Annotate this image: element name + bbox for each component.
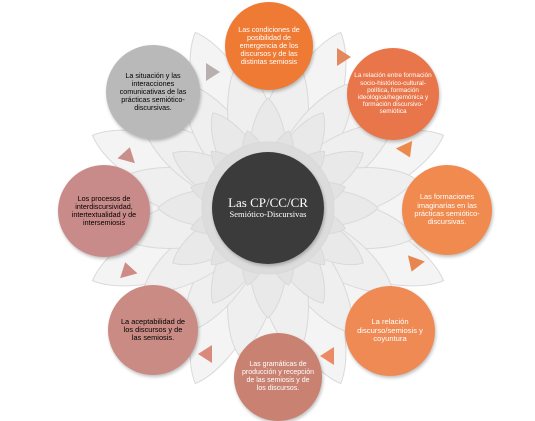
node-lower-left: La aceptabilidad de los discursos y de l… — [108, 285, 198, 375]
node-left-label: Los procesos de interdiscursividad, inte… — [71, 193, 137, 228]
arrow-upper-left-to-top — [206, 63, 220, 81]
node-upper-right: La relación entre formación socio-histór… — [347, 48, 439, 140]
arrow-lower-right-to-bottom — [320, 347, 334, 365]
node-lower-right: La relación discurso/semiosis y coyuntur… — [345, 286, 435, 376]
center-title: Las CP/CC/CR — [228, 195, 308, 211]
node-right: Las formaciones imaginarias en las práct… — [402, 165, 492, 255]
node-lower-right-label: La relación discurso/semiosis y coyuntur… — [357, 317, 423, 344]
node-upper-right-label: La relación entre formación socio-histór… — [354, 72, 432, 116]
arrow-bottom-to-lower-left — [198, 345, 212, 363]
node-bottom: Las gramáticas de producción y recepción… — [234, 333, 322, 421]
node-top-label: Las condiciones de posibilidad de emerge… — [238, 24, 300, 67]
node-left: Los procesos de interdiscursividad, inte… — [58, 165, 150, 257]
node-upper-left: La situación y las interacciones comunic… — [106, 45, 200, 139]
node-lower-left-label: La aceptabilidad de los discursos y de l… — [120, 316, 186, 343]
node-upper-left-label: La situación y las interacciones comunic… — [119, 70, 187, 113]
center-node: Las CP/CC/CR Semiótico-Discursivas — [212, 152, 324, 264]
arrow-top-to-upper-right — [337, 48, 351, 66]
node-top: Las condiciones de posibilidad de emerge… — [225, 2, 313, 90]
center-subtitle: Semiótico-Discursivas — [229, 209, 307, 220]
node-right-label: Las formaciones imaginarias en las práct… — [414, 192, 480, 227]
node-bottom-label: Las gramáticas de producción y recepción… — [242, 361, 314, 392]
